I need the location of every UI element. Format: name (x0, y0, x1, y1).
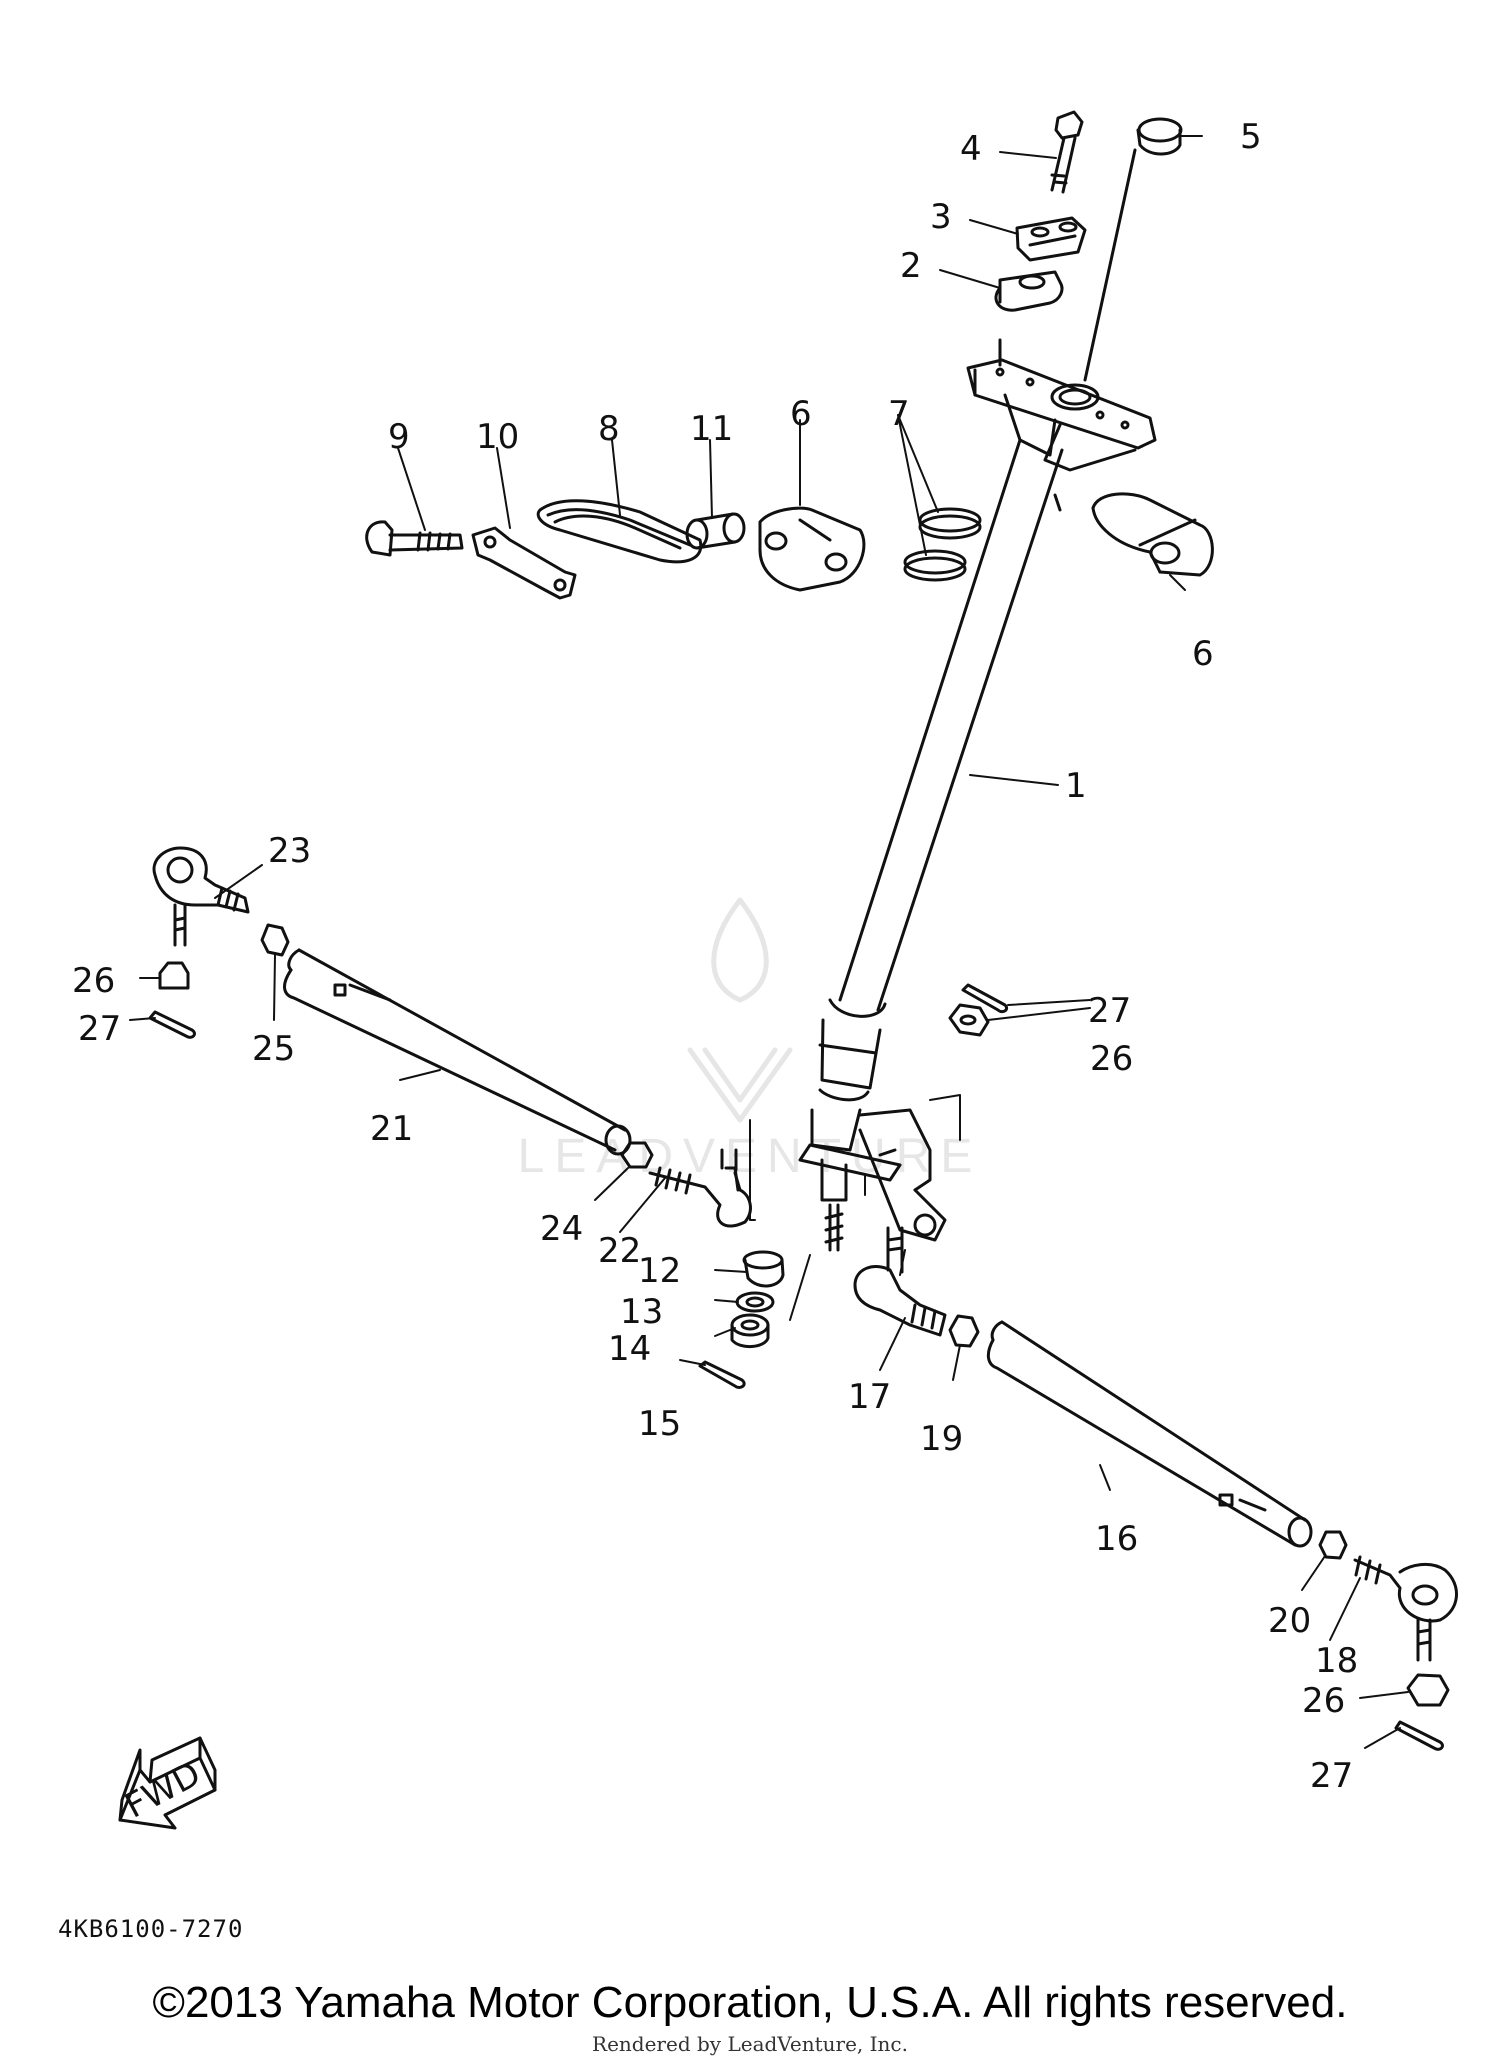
callout-7: 7 (888, 394, 910, 434)
bolt (1050, 110, 1084, 194)
clamp-left (758, 506, 866, 592)
callout-23: 23 (268, 831, 311, 871)
clamp-right (1091, 492, 1214, 577)
callout-1: 1 (1065, 766, 1087, 806)
cotter-pin-left (148, 1010, 196, 1039)
tie-rod-end-right (1353, 1555, 1458, 1662)
washer-13 (735, 1291, 775, 1313)
callout-26c: 26 (1302, 1681, 1345, 1721)
callout-17: 17 (848, 1377, 891, 1417)
callout-9: 9 (388, 417, 410, 457)
tie-rod-left (283, 948, 632, 1156)
tie-rod-right (986, 1320, 1313, 1548)
callout-2: 2 (900, 246, 922, 286)
callout-26b: 26 (1090, 1039, 1133, 1079)
figure-code: 4KB6100-7270 (58, 1915, 243, 1943)
callout-4: 4 (960, 129, 982, 169)
callout-27b: 27 (1088, 991, 1131, 1031)
tie-rod-end-center (648, 1148, 752, 1228)
bolt-9 (365, 520, 464, 557)
nut-26-upper (948, 1003, 990, 1037)
callout-26a: 26 (72, 961, 115, 1001)
cotter-pin-15 (698, 1360, 746, 1389)
callout-18: 18 (1315, 1641, 1358, 1681)
cotter-pin-right (1394, 1720, 1444, 1751)
fwd-arrow (118, 1736, 217, 1830)
callout-16: 16 (1095, 1519, 1138, 1559)
nut-25 (260, 923, 290, 957)
callout-20: 20 (1268, 1601, 1311, 1641)
nut-20 (1318, 1530, 1348, 1560)
cap (1136, 117, 1183, 156)
callout-10: 10 (476, 417, 519, 457)
callout-12: 12 (638, 1251, 681, 1291)
fwd-label: FWD (118, 1754, 207, 1827)
callout-6a: 6 (790, 394, 812, 434)
callout-6b: 6 (1192, 634, 1214, 674)
watermark-logo (687, 897, 793, 1123)
holder-lower (994, 270, 1064, 312)
callout-27c: 27 (1310, 1756, 1353, 1796)
nut-19 (948, 1314, 980, 1348)
nut-26-right (1406, 1673, 1450, 1707)
rendered-by-text: Rendered by LeadVenture, Inc. (592, 2032, 908, 2056)
collar (685, 512, 746, 550)
callout-27a: 27 (78, 1009, 121, 1049)
callout-15: 15 (638, 1404, 681, 1444)
cotter-pin-upper (961, 983, 1009, 1014)
callout-13: 13 (620, 1292, 663, 1332)
leader-lines (129, 135, 1409, 1749)
cable-guide (536, 499, 703, 564)
callout-3: 3 (930, 197, 952, 237)
steering-column-shaft (798, 438, 1064, 1252)
nut-14 (730, 1313, 770, 1348)
copyright-text: ©2013 Yamaha Motor Corporation, U.S.A. A… (152, 1978, 1348, 2027)
callout-14: 14 (608, 1329, 651, 1369)
nut-24 (620, 1141, 654, 1169)
nut-26-left (158, 961, 190, 990)
bracket (471, 526, 577, 600)
callout-21: 21 (370, 1109, 413, 1149)
callout-5: 5 (1240, 117, 1262, 157)
callout-19: 19 (920, 1419, 963, 1459)
upper-bracket (966, 148, 1157, 472)
callout-8: 8 (598, 409, 620, 449)
bushings (903, 507, 982, 582)
callout-labels: 1 2 3 4 5 6 6 7 8 9 10 11 12 13 14 15 16… (72, 117, 1358, 1796)
nut-12 (742, 1250, 785, 1288)
callout-22: 22 (598, 1231, 641, 1271)
callout-11: 11 (690, 409, 733, 449)
holder-upper (1015, 216, 1087, 262)
callout-25: 25 (252, 1029, 295, 1069)
tie-rod-end-17 (853, 1226, 947, 1337)
tie-rod-end-left (152, 846, 250, 947)
callout-24: 24 (540, 1209, 583, 1249)
